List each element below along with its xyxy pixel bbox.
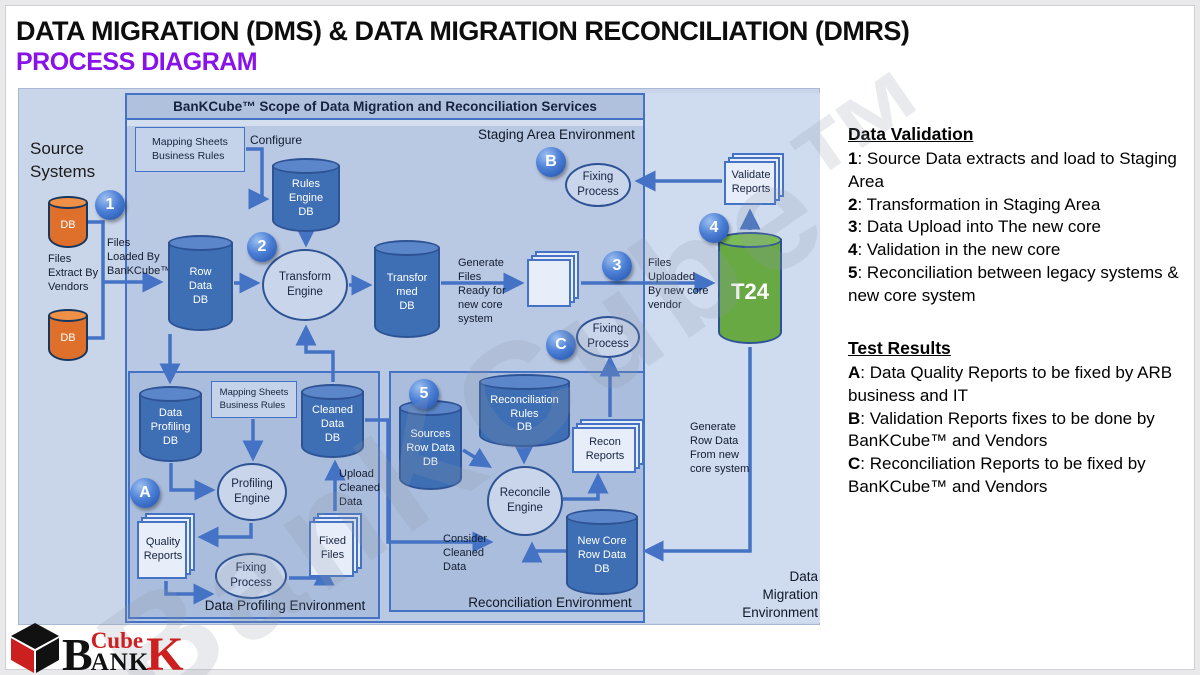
test-result-c: C: Reconciliation Reports to be fixed by…: [848, 453, 1196, 499]
item-text: : Validation Reports fixes to be done by…: [848, 408, 1155, 451]
data-validation-section: Data Validation 1: Source Data extracts …: [848, 124, 1196, 307]
scope-divider: [127, 120, 643, 126]
validation-item-4: 4: Validation in the new core: [848, 239, 1196, 262]
test-results-section: Test Results A: Data Quality Reports to …: [848, 338, 1196, 499]
logo-b: B: [62, 628, 93, 675]
item-key: 3: [848, 217, 858, 237]
logo-middle: Cube ANK: [90, 627, 150, 675]
validation-item-5: 5: Reconciliation between legacy systems…: [848, 262, 1196, 308]
item-key: 4: [848, 240, 858, 260]
logo-cube: Cube: [90, 627, 144, 653]
item-text: : Reconciliation between legacy systems …: [848, 262, 1179, 305]
item-text: : Reconciliation Reports to be fixed by …: [848, 454, 1146, 496]
logo-text: B Cube ANK K: [62, 627, 184, 675]
data-profiling-environment-box: [128, 371, 380, 619]
page-subtitle: PROCESS DIAGRAM: [16, 48, 258, 76]
item-key: A: [848, 363, 861, 382]
item-key: 1: [848, 149, 858, 168]
data-migration-environment-area: [645, 93, 820, 623]
item-key: 5: [848, 262, 858, 282]
logo-k: K: [146, 627, 184, 675]
scope-header: BanKCube™ Scope of Data Migration and Re…: [125, 93, 645, 120]
validation-item-1: 1: Source Data extracts and load to Stag…: [848, 148, 1196, 194]
test-result-b: B: Validation Reports fixes to be done b…: [848, 408, 1196, 454]
item-text: : Transformation in Staging Area: [857, 194, 1101, 214]
validation-item-2: 2: Transformation in Staging Area: [848, 194, 1196, 217]
test-result-a: A: Data Quality Reports to be fixed by A…: [848, 362, 1196, 408]
item-text: : Data Quality Reports to be fixed by AR…: [848, 363, 1173, 405]
item-key: C: [848, 454, 861, 474]
item-key: 2: [848, 194, 858, 214]
reconciliation-environment-box: [389, 371, 645, 612]
logo-ank: ANK: [90, 648, 150, 675]
page-title: DATA MIGRATION (DMS) & DATA MIGRATION RE…: [16, 16, 910, 46]
validation-item-3: 3: Data Upload into The new core: [848, 216, 1196, 239]
item-text: : Source Data extracts and load to Stagi…: [848, 149, 1177, 191]
bankcube-logo: B Cube ANK K: [8, 622, 184, 675]
item-key: B: [848, 408, 861, 428]
test-results-heading: Test Results: [848, 338, 951, 358]
item-text: : Validation in the new core: [857, 240, 1061, 260]
data-validation-heading: Data Validation: [848, 124, 974, 144]
cube-icon: [11, 623, 59, 673]
item-text: : Data Upload into The new core: [857, 217, 1101, 237]
